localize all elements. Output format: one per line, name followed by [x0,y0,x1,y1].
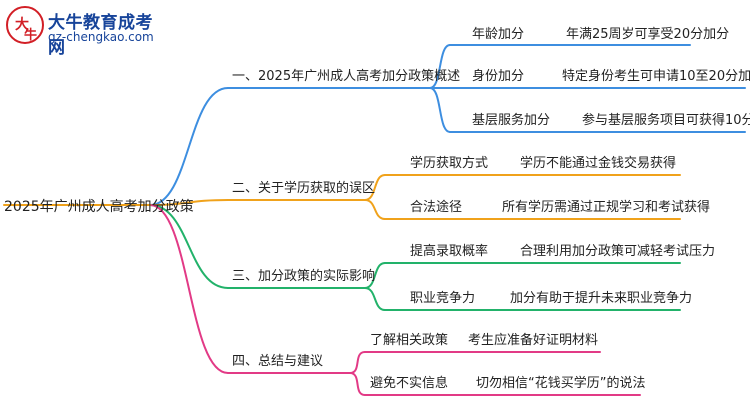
branch-2-item-1-detail: 学历不能通过金钱交易获得 [520,156,677,171]
branch-3-item-1-label: 提高录取概率 [410,244,489,259]
logo-title: 大牛教育成考网 [48,13,153,58]
branch-4-label: 四、总结与建议 [232,354,324,369]
branch-1-item-1-connector [429,44,451,89]
logo-badge-icon: 大 牛 [6,6,44,44]
branch-3-item-1-detail: 合理利用加分政策可减轻考试压力 [520,244,716,259]
branch-3-item-2-label: 职业竞争力 [410,291,476,306]
branch-2-label: 二、关于学历获取的误区 [232,181,376,196]
branch-1-connector [149,87,229,206]
branch-4-connector [149,204,229,374]
branch-3-item-2-detail: 加分有助于提升未来职业竞争力 [510,291,693,306]
branch-1-item-3-label: 基层服务加分 [472,113,551,128]
branch-1-item-1-label: 年龄加分 [472,27,525,42]
branch-2-item-2-label: 合法途径 [410,200,463,215]
branch-1-item-3-detail: 参与基层服务项目可获得10分加分 [582,113,750,128]
root-topic: 2025年广州成人高考加分政策 [4,199,194,215]
branch-4-item-2-connector [349,372,366,396]
branch-3-connector [149,204,229,289]
branch-2-connector [149,199,229,206]
site-logo[interactable]: 大 牛 大牛教育成考网 gz-chengkao.com [6,6,166,58]
branch-4-item-1-connector [349,351,366,374]
branch-1-item-1-detail: 年满25周岁可享受20分加分 [566,27,730,42]
branch-4-item-2-label: 避免不实信息 [370,376,449,391]
branch-3-label: 三、加分政策的实际影响 [232,269,376,284]
branch-3-item-1-connector [364,262,386,289]
branch-4-item-2-detail: 切勿相信“花钱买学历”的说法 [476,376,646,391]
branch-2-item-1-connector [364,174,386,201]
branch-1-item-2-label: 身份加分 [472,69,525,84]
branch-1-item-3-connector [429,87,451,133]
logo-url: gz-chengkao.com [48,30,154,44]
branch-2-item-2-detail: 所有学历需通过正规学习和考试获得 [502,200,711,215]
branch-2-item-1-label: 学历获取方式 [410,156,489,171]
branch-1-item-2-detail: 特定身份考生可申请10至20分加分 [562,69,750,84]
branch-2-item-2-connector [364,199,386,220]
branch-4-item-1-detail: 考生应准备好证明材料 [468,333,599,348]
branch-1-label: 一、2025年广州成人高考加分政策概述 [232,69,461,84]
branch-3-item-2-connector [364,287,386,311]
branch-4-item-1-label: 了解相关政策 [370,333,449,348]
